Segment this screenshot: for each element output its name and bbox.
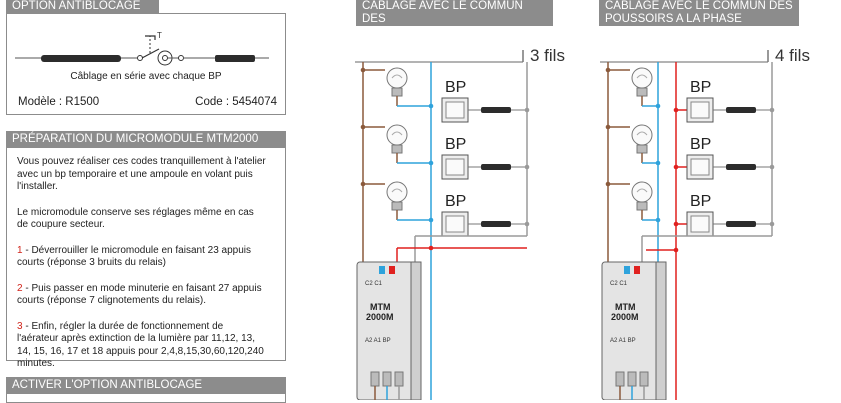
prep-box: Vous pouvez réaliser ces codes tranquill… bbox=[6, 147, 286, 369]
prep-note: Le micromodule conserve ses réglages mêm… bbox=[17, 206, 254, 231]
svg-text:T: T bbox=[157, 31, 162, 40]
lamp-row-1 bbox=[605, 67, 661, 109]
push-button-3: BP bbox=[673, 193, 775, 237]
svg-text:2000M: 2000M bbox=[366, 312, 394, 322]
option-box: T Câblage en série avec chaque BP Modèle… bbox=[6, 13, 286, 115]
option-title: OPTION ANTIBLOCAGE bbox=[12, 0, 141, 12]
step-number: 2 bbox=[17, 282, 23, 294]
svg-text:BP: BP bbox=[690, 79, 711, 96]
wires-label: 4 fils bbox=[775, 46, 810, 65]
phase-header: CABLAGE AVEC LE COMMUN DES POUSSOIRS A L… bbox=[599, 0, 799, 26]
phase-title-line2: POUSSOIRS A LA PHASE bbox=[605, 13, 742, 25]
phase-wiring-diagram: 4 fils BP bbox=[600, 46, 810, 400]
activer-box bbox=[6, 393, 286, 403]
svg-text:BP: BP bbox=[445, 79, 466, 96]
antiblocage-wiring-icon: T bbox=[15, 31, 269, 66]
mtm2000-module: C2 C1 MTM 2000M A2 A1 BP bbox=[601, 261, 667, 400]
lamp-row-3 bbox=[605, 181, 661, 223]
neutre-header: CABLAGE AVEC LE COMMUN DES POUSSOIRS AU … bbox=[356, 0, 553, 38]
push-button-3: BP bbox=[441, 193, 530, 237]
prep-header: PRÉPARATION DU MICROMODULE MTM2000 bbox=[6, 131, 286, 147]
prep-step-2: 2 - Puis passer en mode minuterie en fai… bbox=[17, 283, 267, 308]
svg-text:2000M: 2000M bbox=[611, 312, 639, 322]
prep-title: PRÉPARATION DU MICROMODULE MTM2000 bbox=[12, 133, 259, 145]
svg-text:A2 A1 BP: A2 A1 BP bbox=[610, 338, 636, 344]
wires-label: 3 fils bbox=[530, 46, 565, 65]
svg-text:MTM: MTM bbox=[370, 302, 391, 312]
mtm2000-module: C2 C1 MTM 2000M A2 A1 BP bbox=[356, 261, 422, 400]
push-button-1: BP bbox=[673, 79, 775, 123]
lamp-row-2 bbox=[360, 124, 434, 166]
svg-text:MTM: MTM bbox=[615, 302, 636, 312]
step-text: - Enfin, régler la durée de fonctionneme… bbox=[17, 320, 264, 370]
prep-step-3: 3 - Enfin, régler la durée de fonctionne… bbox=[17, 321, 267, 371]
svg-text:BP: BP bbox=[445, 193, 466, 210]
svg-text:C2 C1: C2 C1 bbox=[610, 281, 628, 287]
svg-text:BP: BP bbox=[690, 136, 711, 153]
prep-intro: Vous pouvez réaliser ces codes tranquill… bbox=[17, 156, 266, 192]
code-label: Code : 5454074 bbox=[195, 96, 277, 108]
lamp-row-1 bbox=[360, 67, 434, 109]
step-text: - Puis passer en mode minuterie en faisa… bbox=[17, 282, 262, 307]
activer-title: ACTIVER L'OPTION ANTIBLOCAGE bbox=[12, 379, 203, 391]
step-text: - Déverrouiller le micromodule en faisan… bbox=[17, 244, 252, 269]
step-number: 3 bbox=[17, 320, 23, 332]
svg-text:C2 C1: C2 C1 bbox=[365, 281, 383, 287]
activer-header: ACTIVER L'OPTION ANTIBLOCAGE bbox=[6, 377, 286, 393]
push-button-2: BP bbox=[441, 136, 530, 180]
lamp-row-3 bbox=[360, 181, 434, 223]
neutre-wiring-diagram: 3 fils BP bbox=[355, 46, 565, 400]
prep-step-1: 1 - Déverrouiller le micromodule en fais… bbox=[17, 245, 267, 270]
phase-title-line1: CABLAGE AVEC LE COMMUN DES bbox=[605, 0, 793, 12]
push-button-2: BP bbox=[673, 136, 775, 180]
model-label: Modèle : R1500 bbox=[18, 96, 100, 108]
neutre-title-line2: POUSSOIRS AU NEUTRE bbox=[362, 26, 500, 38]
lamp-row-2 bbox=[605, 124, 661, 166]
svg-text:BP: BP bbox=[445, 136, 466, 153]
neutre-title-line1: CABLAGE AVEC LE COMMUN DES bbox=[362, 0, 523, 25]
svg-text:BP: BP bbox=[690, 193, 711, 210]
option-header: OPTION ANTIBLOCAGE bbox=[6, 0, 159, 13]
push-button-1: BP bbox=[441, 79, 530, 123]
option-caption: Câblage en série avec chaque BP bbox=[70, 71, 222, 82]
svg-text:A2 A1 BP: A2 A1 BP bbox=[365, 338, 391, 344]
step-number: 1 bbox=[17, 244, 23, 256]
